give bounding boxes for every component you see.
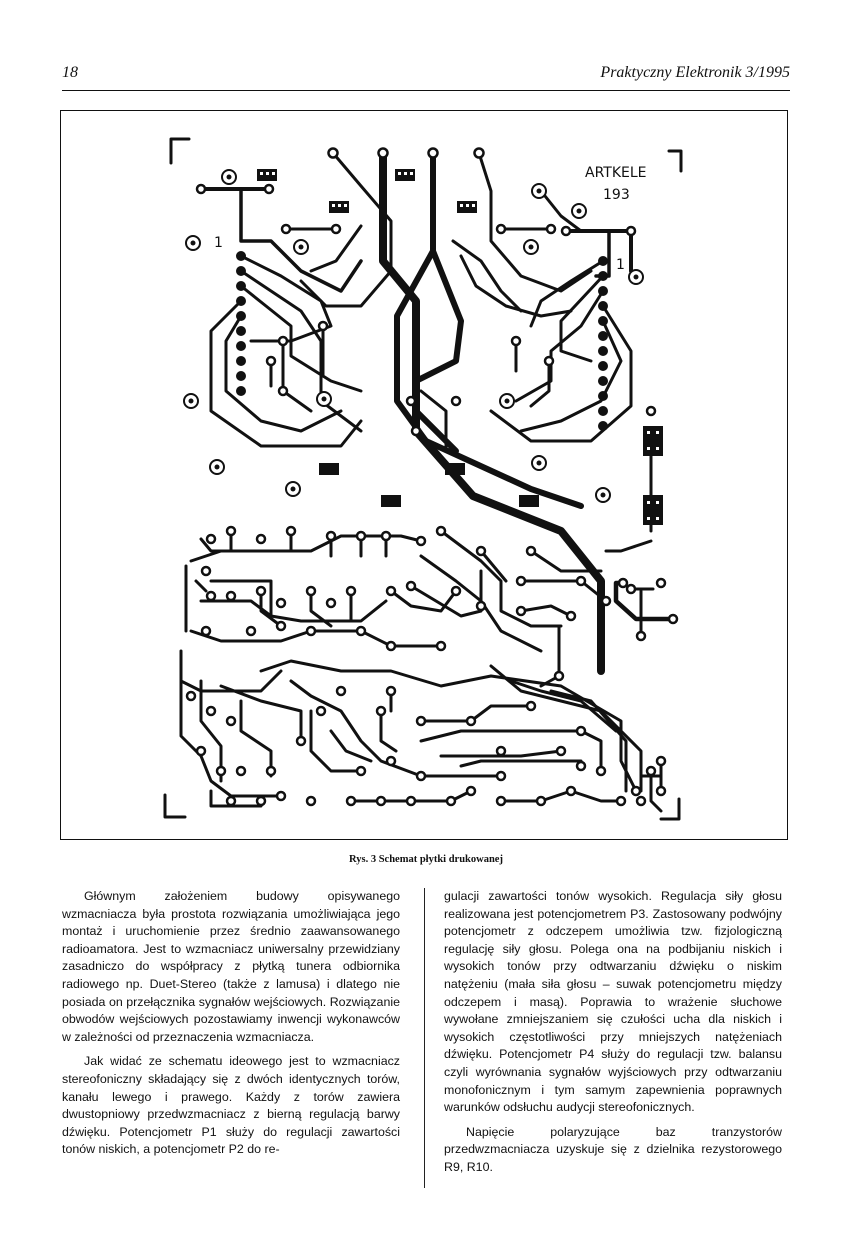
page-header: 18 Praktyczny Elektronik 3/1995 bbox=[62, 64, 790, 91]
pin-label-right: 1 bbox=[616, 257, 625, 273]
board-label-number: 193 bbox=[603, 187, 630, 203]
journal-title: Praktyczny Elektronik 3/1995 bbox=[600, 64, 790, 81]
paragraph: Jak widać ze schematu ideowego jest to w… bbox=[62, 1054, 400, 1157]
paragraph: gulacji zawartości tonów wysokich. Regul… bbox=[444, 889, 782, 1115]
pcb-figure: ARTKELE 193 1 1 bbox=[60, 110, 788, 840]
pcb-drawing: ARTKELE 193 1 1 bbox=[163, 137, 683, 821]
paragraph: Napięcie polaryzujące baz tranzystorów p… bbox=[444, 1124, 782, 1174]
column-divider bbox=[424, 888, 425, 1188]
figure-caption: Rys. 3 Schemat płytki drukowanej bbox=[349, 854, 503, 865]
paragraph: Głównym założeniem budowy opisywanego wz… bbox=[62, 889, 400, 1044]
left-column: Głównym założeniem budowy opisywanego wz… bbox=[62, 888, 400, 1166]
page-number: 18 bbox=[62, 64, 78, 81]
pin-label-left: 1 bbox=[214, 235, 223, 251]
board-label-name: ARTKELE bbox=[585, 165, 647, 181]
article-body: Głównym założeniem budowy opisywanego wz… bbox=[62, 888, 790, 1218]
right-column: gulacji zawartości tonów wysokich. Regul… bbox=[444, 888, 782, 1184]
